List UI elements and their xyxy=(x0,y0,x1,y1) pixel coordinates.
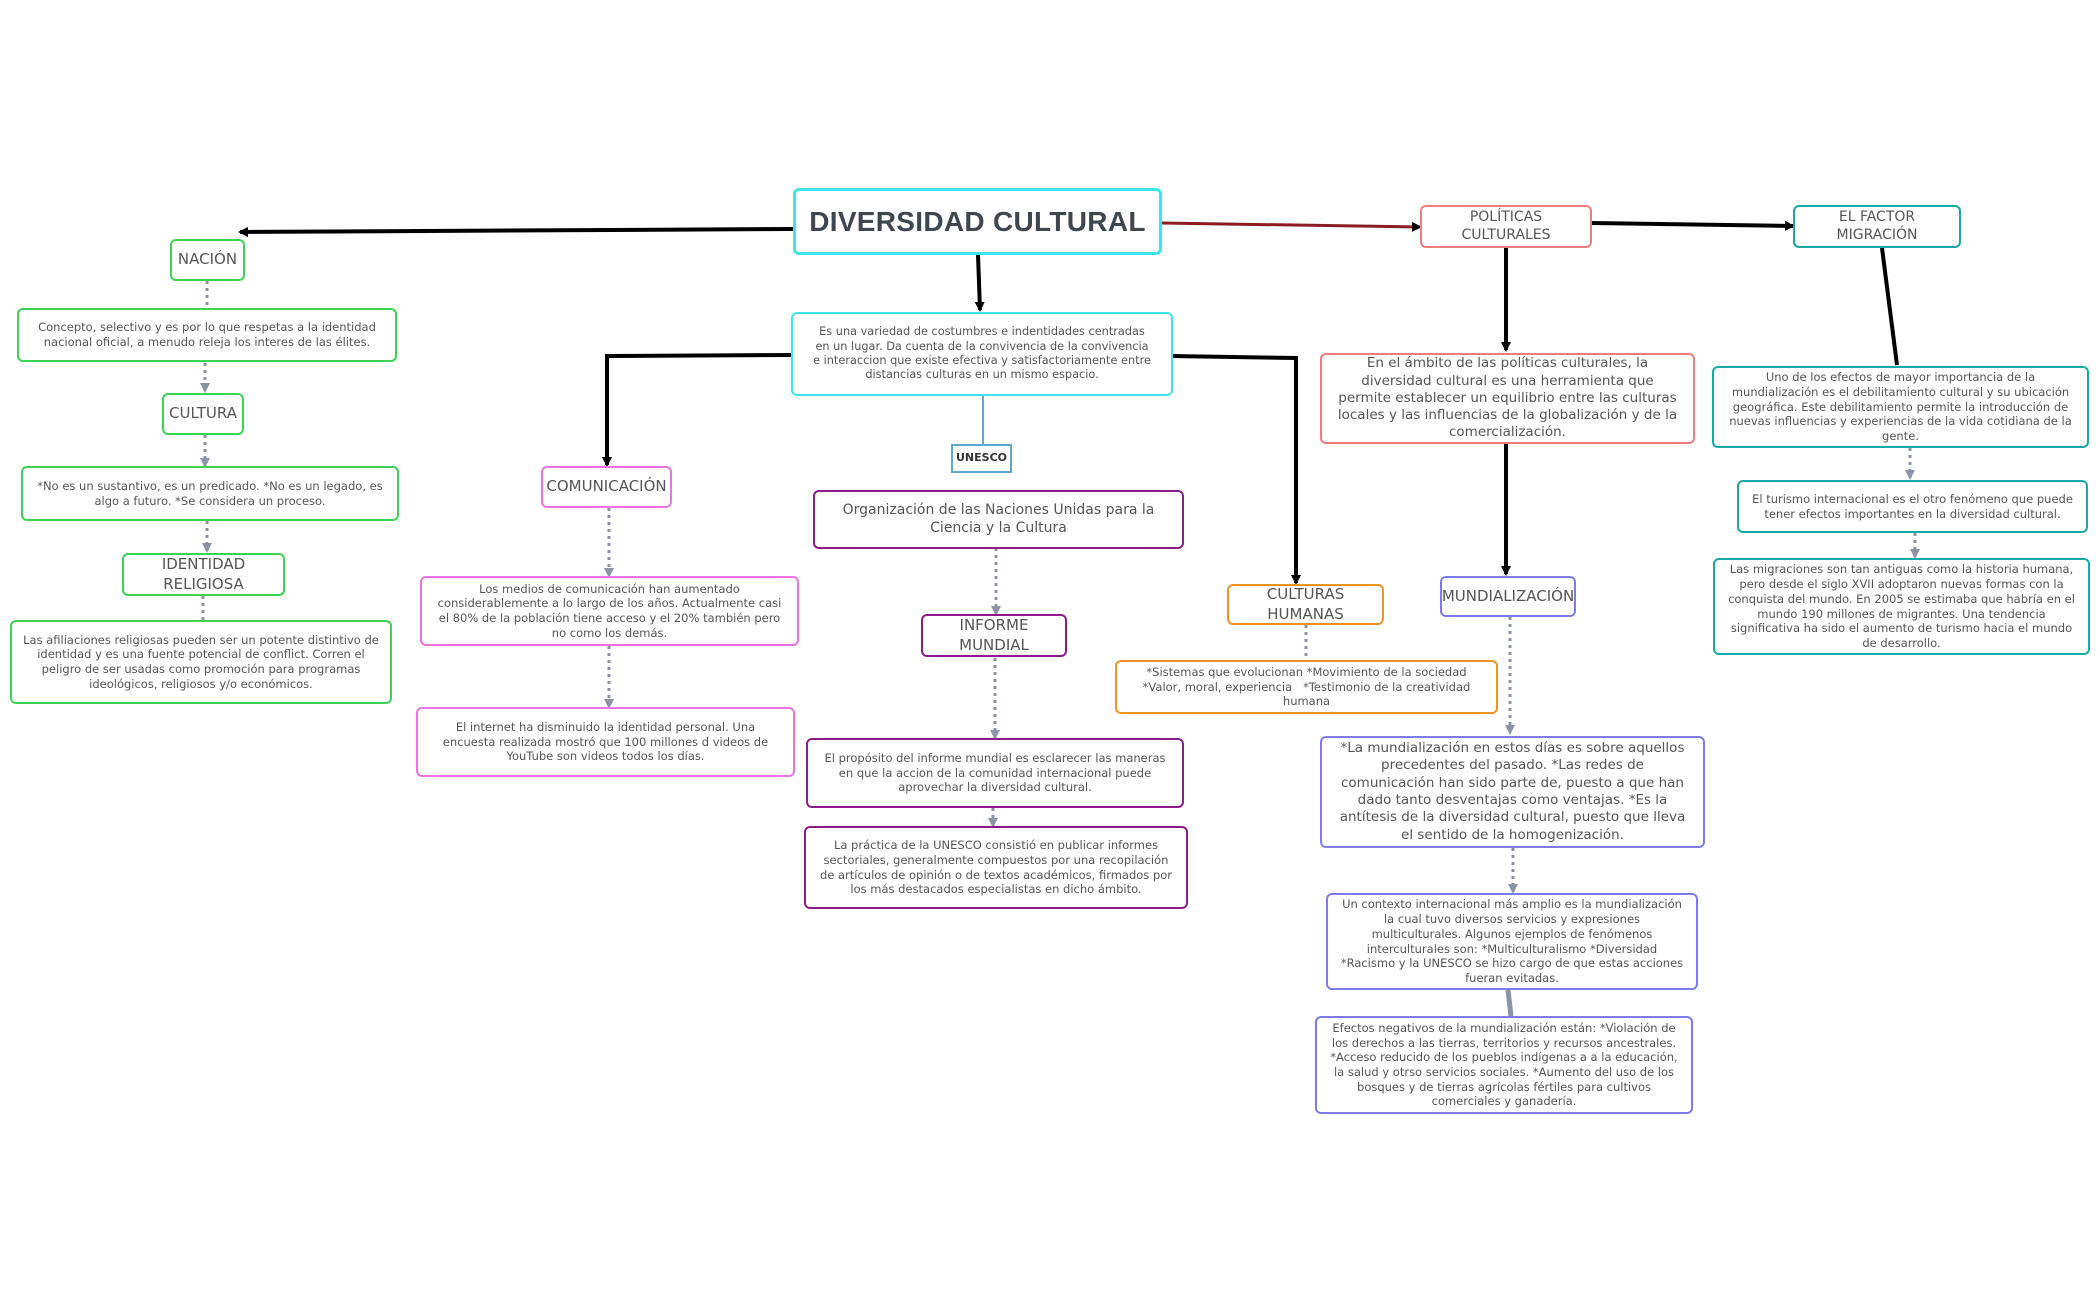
migracion-text3-node[interactable]: Las migraciones son tan antiguas como la… xyxy=(1713,558,2090,655)
edge-definition-comunicacion xyxy=(602,353,794,467)
edge-mund2-mund3 xyxy=(1505,989,1514,1017)
edge-migracion-text xyxy=(1880,247,1899,366)
unesco-node[interactable]: UNESCO xyxy=(951,444,1012,473)
edge-title-definition xyxy=(974,254,985,312)
identidad-text-node[interactable]: Las afiliaciones religiosas pueden ser u… xyxy=(10,620,392,704)
politicas-culturales-node[interactable]: POLÍTICAS CULTURALES xyxy=(1420,205,1592,248)
culturas-humanas-node[interactable]: CULTURAS HUMANAS xyxy=(1227,584,1384,625)
informe-proposito-node[interactable]: El propósito del informe mundial es escl… xyxy=(806,738,1184,808)
mund-text2-node[interactable]: Un contexto internacional más amplio es … xyxy=(1326,893,1698,990)
edge-definition-culturas xyxy=(1170,354,1301,585)
comunicacion-node[interactable]: COMUNICACIÓN xyxy=(541,466,672,508)
comunicacion-text1-node[interactable]: Los medios de comunicación han aumentado… xyxy=(420,576,799,646)
edge-title-nacion xyxy=(238,226,794,237)
nacion-node[interactable]: NACIÓN xyxy=(170,239,245,281)
definition-node[interactable]: Es una variedad de costumbres e indentid… xyxy=(791,312,1173,396)
title-node[interactable]: DIVERSIDAD CULTURAL xyxy=(793,188,1162,255)
politicas-text-node[interactable]: En el ámbito de las políticas culturales… xyxy=(1320,353,1695,444)
informe-practica-node[interactable]: La práctica de la UNESCO consistió en pu… xyxy=(804,826,1188,909)
informe-mundial-node[interactable]: INFORME MUNDIAL xyxy=(921,614,1067,657)
cultura-text-node[interactable]: *No es un sustantivo, es un predicado. *… xyxy=(21,466,399,521)
mundializacion-node[interactable]: MUNDIALIZACIÓN xyxy=(1440,576,1576,617)
culturas-humanas-text-node[interactable]: *Sistemas que evolucionan *Movimiento de… xyxy=(1115,660,1498,714)
edge-politicas-migracion xyxy=(1590,220,1795,231)
migracion-text2-node[interactable]: El turismo internacional es el otro fenó… xyxy=(1737,480,2088,533)
edge-title-politicas xyxy=(1160,221,1422,232)
migracion-text1-node[interactable]: Uno de los efectos de mayor importancia … xyxy=(1712,366,2089,448)
identidad-religiosa-node[interactable]: IDENTIDAD RELIGIOSA xyxy=(122,553,285,596)
mund-text3-node[interactable]: Efectos negativos de la mundialización e… xyxy=(1315,1016,1693,1114)
mund-text1-node[interactable]: *La mundialización en estos días es sobr… xyxy=(1320,736,1705,848)
factor-migracion-node[interactable]: EL FACTOR MIGRACIÓN xyxy=(1793,205,1961,248)
unesco-full-node[interactable]: Organización de las Naciones Unidas para… xyxy=(813,490,1184,549)
nacion-text-node[interactable]: Concepto, selectivo y es por lo que resp… xyxy=(17,308,397,362)
cultura-node[interactable]: CULTURA xyxy=(162,393,244,435)
comunicacion-text2-node[interactable]: El internet ha disminuido la identidad p… xyxy=(416,707,795,777)
